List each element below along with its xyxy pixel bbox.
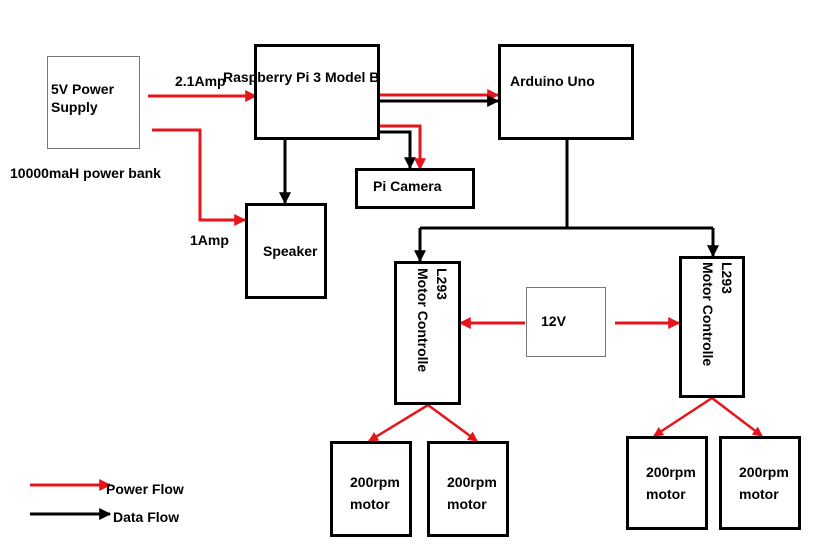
data-arrow-pi-to-camera (380, 130, 416, 170)
power-arrow-right-to-motor-3 (653, 396, 713, 438)
motor-controller-right-line2: Motor Controlle (700, 262, 716, 367)
power-arrow-left-to-motor-1 (368, 403, 429, 443)
motor-1-line1: 200rpm (350, 474, 400, 490)
amp-label-pi: 2.1Amp (175, 73, 226, 89)
motor-controller-left-line1: L293 (434, 268, 450, 300)
motor-2-line1: 200rpm (447, 474, 497, 490)
power-arrow-right-to-motor-4 (711, 397, 763, 437)
supply-12v-label: 12V (541, 313, 566, 329)
pi-camera-label: Pi Camera (373, 178, 442, 194)
motor-controller-left-line2: Motor Controlle (415, 268, 431, 373)
motor-box-1 (330, 441, 412, 537)
raspberry-pi-box (254, 44, 380, 140)
motor-1-line2: motor (350, 496, 390, 512)
pi-camera-box (355, 168, 475, 209)
power-arrow-supply-to-speaker (152, 128, 247, 226)
speaker-label: Speaker (263, 243, 318, 259)
motor-controller-left-box (394, 261, 461, 405)
legend-data-label: Data Flow (113, 509, 180, 525)
motor-box-4 (719, 436, 801, 530)
raspberry-pi-label: Raspberry Pi 3 Model B (223, 69, 380, 85)
power-bank-label: 10000maH power bank (10, 165, 161, 181)
power-arrow-left-to-motor-2 (427, 403, 478, 443)
amp-label-speaker: 1Amp (190, 232, 229, 248)
motor-4-line2: motor (739, 486, 779, 502)
power-arrow-pi-to-camera (380, 124, 426, 171)
motor-4-line1: 200rpm (739, 464, 789, 480)
motor-3-line2: motor (646, 486, 686, 502)
power-supply-box (47, 56, 140, 149)
motor-controller-right-box (679, 256, 745, 398)
legend-power-label: Power Flow (106, 481, 184, 497)
supply-12v-box (526, 287, 606, 357)
power-supply-label: 5V Power Supply (51, 81, 115, 115)
arduino-label: Arduino Uno (510, 73, 595, 89)
motor-box-3 (626, 436, 708, 530)
motor-controller-right-line1: L293 (719, 262, 735, 294)
motor-3-line1: 200rpm (646, 464, 696, 480)
motor-box-2 (427, 441, 509, 537)
arduino-box (498, 44, 634, 140)
speaker-box (245, 203, 327, 299)
motor-2-line2: motor (447, 496, 487, 512)
